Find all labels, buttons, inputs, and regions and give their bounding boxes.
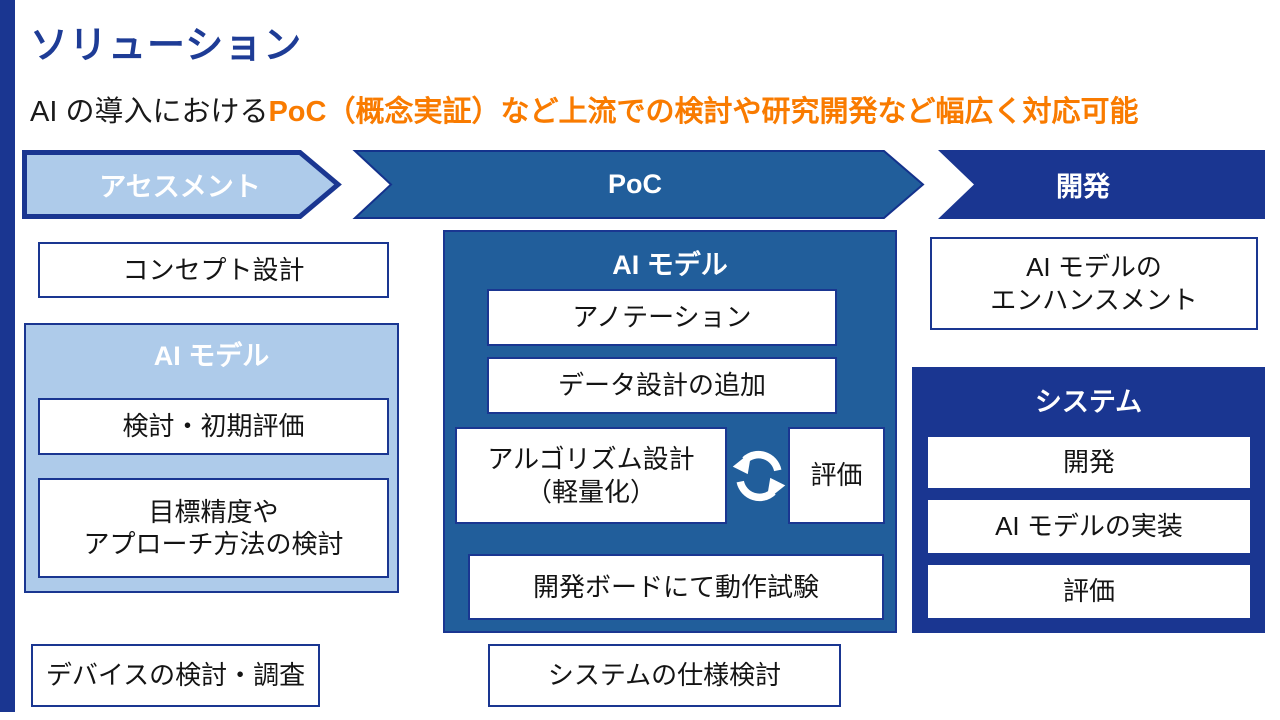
poc-ai-model-header: AI モデル bbox=[612, 250, 728, 280]
algorithm-design-box: アルゴリズム設計 （軽量化） bbox=[455, 427, 727, 524]
system-evaluation-box: 評価 bbox=[928, 565, 1250, 618]
concept-design-box: コンセプト設計 bbox=[38, 242, 389, 298]
system-development-box: 開発 bbox=[928, 437, 1250, 488]
development-chevron-shape bbox=[938, 150, 1265, 219]
model-implementation-box: AI モデルの実装 bbox=[928, 500, 1250, 553]
initial-evaluation-box: 検討・初期評価 bbox=[38, 398, 389, 455]
sync-arrows-icon bbox=[732, 450, 786, 502]
device-study-box: デバイスの検討・調査 bbox=[31, 644, 320, 707]
phase-label-poc: PoC bbox=[608, 169, 662, 199]
assessment-ai-model-header: AI モデル bbox=[153, 341, 270, 371]
system-spec-box: システムの仕様検討 bbox=[488, 644, 841, 707]
annotation-box: アノテーション bbox=[487, 289, 837, 346]
left-edge-bar bbox=[0, 0, 15, 712]
assessment-chevron-shape bbox=[22, 150, 342, 219]
subtitle: AI の導入におけるPoC（概念実証）など上流での検討や研究開発など幅広く対応可… bbox=[30, 88, 1138, 130]
board-test-box: 開発ボードにて動作試験 bbox=[468, 554, 884, 620]
poc-chevron-shape bbox=[352, 150, 925, 219]
page-title: ソリューション bbox=[30, 25, 303, 67]
process-chevron-band bbox=[22, 150, 1265, 219]
model-enhancement-box: AI モデルの エンハンスメント bbox=[930, 237, 1258, 330]
development-system-header: システム bbox=[1034, 387, 1143, 417]
phase-label-development: 開発 bbox=[1056, 172, 1110, 202]
subtitle-highlight: PoC（概念実証）など上流での検討や研究開発など幅広く対応可能 bbox=[268, 96, 1139, 128]
data-design-box: データ設計の追加 bbox=[487, 357, 837, 414]
subtitle-prefix: AI の導入における bbox=[30, 96, 269, 128]
target-accuracy-box: 目標精度や アプローチ方法の検討 bbox=[38, 478, 389, 578]
poc-evaluation-box: 評価 bbox=[788, 427, 885, 524]
phase-label-assessment: アセスメント bbox=[99, 172, 261, 202]
